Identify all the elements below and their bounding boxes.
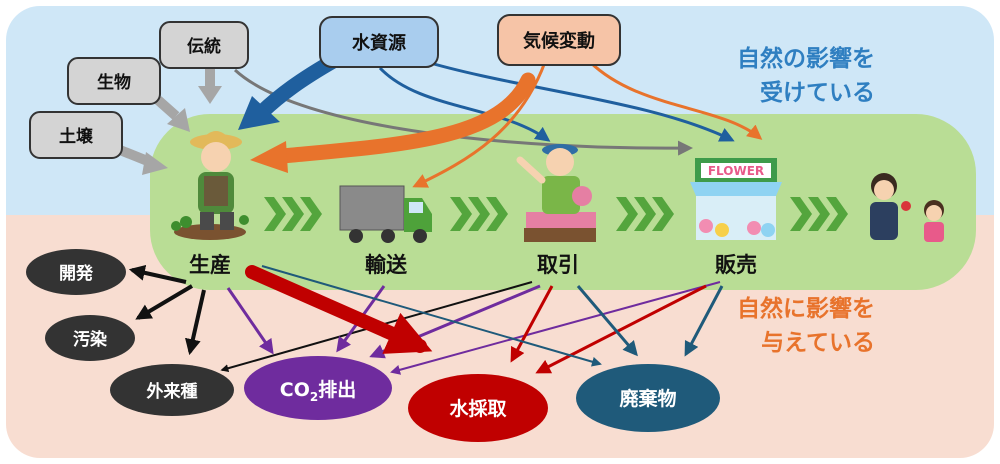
arrow-soil-to-farmer-head [142,152,168,175]
arrow-climate-to-farmer-head [250,141,288,173]
arrow-retail-to-co2 [390,281,721,375]
co2-suffix: 排出 [318,378,356,401]
caption-affected-line1: 自然の影響を [737,45,875,72]
box-soil [29,111,123,159]
caption-affecting-line2: 与えている [761,330,875,356]
flow-chevrons [264,197,848,231]
arrow-bio-to-farmer-shaft [154,96,180,120]
box-climate-change [497,14,621,66]
arrow-bio-to-farmer-head [167,108,190,132]
arrow-water-to-farmer-head [238,96,280,130]
arrow-retail-to-water [535,284,707,374]
label-invasive: 外来種 [147,381,198,402]
arrow-retail-to-waste [684,285,724,357]
oval-waste [576,364,720,432]
influence-boxes: 伝統 生物 土壌 水資源 気候変動 [29,14,621,159]
box-organisms [67,57,161,105]
chevrons-3 [616,197,674,231]
label-co2: CO2排出 [280,378,356,404]
arrow-prod-to-co2 [226,287,274,355]
stage-retail: 販売 [715,253,757,277]
stage-transport: 輸送 [365,253,408,277]
label-water-withdrawal: 水採取 [449,398,506,420]
label-waste: 廃棄物 [619,387,676,410]
arrow-climate-to-shop [588,60,763,140]
oval-pollution [45,315,135,361]
arrow-water-to-trader [378,66,551,142]
customer-illustration [870,173,944,242]
arrow-trade-to-waste [576,285,638,357]
stage-labels: 生産 輸送 取引 販売 [189,253,757,277]
arrow-prod-to-invasive [185,289,206,356]
label-organisms: 生物 [97,72,131,93]
co2-prefix: CO [280,379,310,401]
box-water-resources [319,16,439,68]
arrow-prod-to-development [128,264,187,284]
label-development: 開発 [59,263,94,284]
arrow-water-to-shop [419,58,735,142]
oval-invasive [110,364,234,416]
shop-sign: FLOWER [708,164,764,178]
chevrons-4 [790,197,848,231]
arrow-climate-to-truck [412,61,547,188]
oval-co2 [244,356,392,420]
arrow-prod-to-pollution [135,284,194,320]
stage-production: 生産 [189,253,231,277]
arrow-trade-to-water [510,285,554,363]
impact-ovals: 開発 汚染 外来種 CO2排出 水採取 廃棄物 [26,249,720,442]
arrow-tradition-to-farmer-head [198,86,222,104]
oval-development [26,249,126,295]
label-tradition: 伝統 [187,36,221,57]
oval-water-withdrawal [408,374,548,442]
label-pollution: 汚染 [73,329,107,350]
label-water-resources: 水資源 [352,32,406,54]
trader-illustration [516,144,596,242]
chevrons-2 [450,197,508,231]
co2-subscript: 2 [310,390,318,404]
stage-trade: 取引 [537,253,579,277]
farmer-illustration [171,131,249,240]
arrow-prod-to-water [245,265,433,354]
flower-shop-illustration: FLOWER [690,158,782,240]
label-climate-change: 気候変動 [523,30,595,52]
caption-affecting-line1: 自然に影響を [737,295,875,322]
caption-affected-line2: 受けている [760,79,875,106]
chevrons-1 [264,197,322,231]
impact-arrows [128,264,724,375]
truck-illustration [339,185,432,243]
label-soil: 土壌 [59,126,94,147]
box-tradition [159,21,249,69]
arrow-prod-to-waste [261,265,602,367]
arrow-climate-to-farmer-shaft [274,72,536,164]
